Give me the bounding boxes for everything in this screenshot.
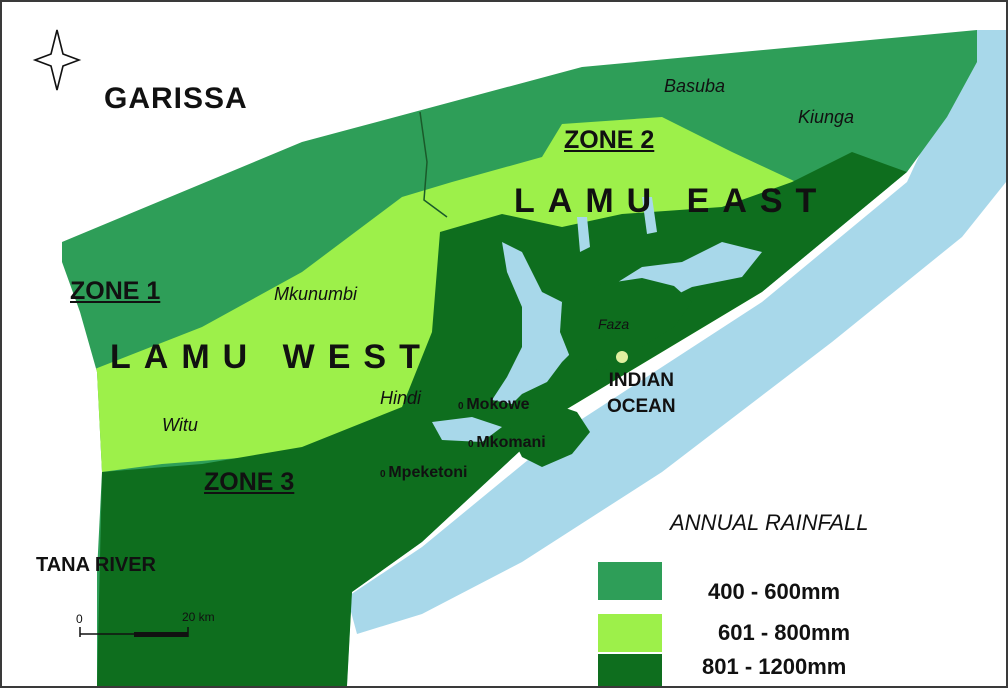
garissa-label: GARISSA	[104, 82, 248, 115]
town-mokowe: 0 Mokowe	[458, 396, 529, 414]
estuary-channels	[432, 197, 762, 442]
town-mkomani: 0 Mkomani	[468, 434, 546, 452]
scale-start-label: 0	[76, 612, 83, 626]
compass-star-icon	[32, 29, 82, 91]
zone2-label: ZONE 2	[564, 126, 655, 154]
pate-island	[560, 278, 692, 374]
kiunga-label: Kiunga	[798, 107, 855, 127]
ocean-label-line1: INDIAN	[608, 370, 675, 391]
town-marker-icon: 0	[458, 401, 467, 412]
mkunumbi-label: Mkunumbi	[274, 284, 358, 304]
zone3-label: ZONE 3	[204, 468, 295, 496]
small-islet	[616, 351, 628, 363]
lamu-east-label: LAMU EAST	[514, 182, 830, 220]
lamu-island	[507, 400, 590, 467]
scale-end-label: 20 km	[182, 610, 215, 624]
ocean-label: INDIAN OCEAN	[607, 368, 676, 420]
scale-bar	[79, 627, 189, 637]
lamu-west-label: LAMU WEST	[110, 338, 433, 376]
mkomani-label: Mkomani	[476, 434, 546, 451]
legend-swatch-601-800	[598, 614, 662, 652]
town-marker-icon: 0	[380, 469, 389, 480]
mokowe-label: Mokowe	[466, 396, 530, 413]
legend-title: ANNUAL RAINFALL	[670, 510, 869, 535]
tana-river-label: TANA RIVER	[36, 554, 156, 576]
legend-swatch-801-1200	[598, 654, 662, 686]
zone3-area	[97, 152, 907, 686]
legend-label-801-1200: 801 - 1200mm	[702, 654, 847, 679]
faza-label: Faza	[598, 316, 630, 332]
legend-swatch-400-600	[598, 562, 662, 600]
basuba-label: Basuba	[664, 76, 726, 96]
witu-label: Witu	[162, 415, 198, 435]
town-marker-icon: 0	[468, 439, 477, 450]
indian-ocean	[347, 30, 1006, 634]
legend-label-400-600: 400 - 600mm	[708, 579, 841, 604]
ocean-label-line2: OCEAN	[607, 396, 676, 417]
zone1-label: ZONE 1	[70, 277, 161, 305]
legend-label-601-800: 601 - 800mm	[718, 620, 851, 645]
hindi-label: Hindi	[380, 388, 422, 408]
county-boundary-line	[419, 111, 448, 218]
town-mpeketoni: 0 Mpeketoni	[380, 464, 467, 482]
mpeketoni-label: Mpeketoni	[388, 464, 468, 481]
